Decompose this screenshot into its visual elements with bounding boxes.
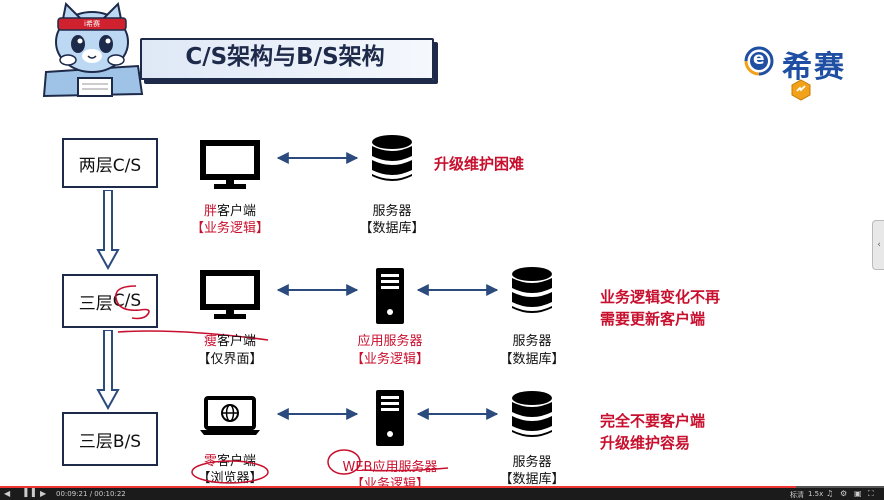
connection-arrow: [276, 152, 359, 164]
side-panel-toggle[interactable]: ‹: [872, 220, 884, 270]
server-sub-label: 【数据库】: [499, 352, 565, 367]
server-sub-label: 【数据库】: [359, 221, 425, 236]
next-icon[interactable]: ▶: [40, 489, 47, 498]
brand-name: 希赛: [782, 50, 846, 85]
connection-arrow: [276, 408, 359, 420]
quality-button[interactable]: 标清: [790, 491, 804, 499]
laptop-browser-icon: [198, 396, 262, 436]
note-upgrade-difficult: 升级维护困难: [434, 155, 525, 173]
settings-gear-icon[interactable]: ⚙: [840, 489, 848, 498]
app-server-label: 应用服务器: [357, 334, 423, 349]
server-label: 服务器: [512, 334, 552, 349]
note-no-client: 完全不要客户端 升级维护容易: [600, 412, 706, 452]
server-tower-icon: [374, 266, 406, 326]
connection-arrow: [416, 284, 499, 296]
time-display: 00:09:21 / 00:10:22: [56, 490, 126, 498]
connection-arrow: [276, 284, 359, 296]
tier-arrow-down: [96, 330, 120, 410]
client-monitor-icon: [200, 140, 260, 190]
app-server-sub-label: 【业务逻辑】: [350, 352, 429, 367]
database-icon: [370, 134, 414, 184]
server-label: 服务器: [512, 455, 552, 470]
database-icon: [510, 390, 554, 440]
client-label: 胖客户端: [203, 204, 257, 219]
client-label: 零客户端: [203, 454, 257, 469]
pause-icon[interactable]: ❚❚: [22, 488, 38, 498]
pip-icon[interactable]: ▣: [854, 489, 862, 498]
handwritten-circle-annotation: [191, 460, 269, 484]
tier-label: 两层C/S: [78, 155, 142, 176]
tier-arrow-down: [96, 190, 120, 270]
tier-label: 三层B/S: [78, 431, 142, 452]
mascot: i希赛: [38, 1, 148, 98]
slide-title-text: C/S架构与B/S架构: [185, 44, 385, 70]
progress-fill: [0, 486, 796, 488]
client-sub-label: 【业务逻辑】: [190, 221, 269, 236]
prev-icon[interactable]: ◀: [4, 489, 11, 498]
brand-circle-icon: [744, 46, 774, 76]
volume-icon[interactable]: ♫: [826, 489, 834, 498]
mascot-badge: i希赛: [84, 20, 100, 28]
speed-button[interactable]: 1.5x: [808, 490, 824, 498]
video-control-bar: ◀ ❚❚ ▶ 00:09:21 / 00:10:22 标清 1.5x ♫ ⚙ ▣…: [0, 486, 884, 500]
database-icon: [510, 266, 554, 316]
fullscreen-icon[interactable]: ⛶: [868, 489, 874, 498]
client-label: 瘦客户端: [203, 334, 257, 349]
server-tower-icon: [374, 388, 406, 448]
progress-bar[interactable]: [0, 486, 884, 488]
brand-logo: e 希赛: [740, 42, 870, 85]
chevron-left-icon: ‹: [877, 240, 881, 250]
client-monitor-icon: [200, 270, 260, 320]
handwritten-annotation: [115, 285, 269, 341]
tier-box-three-tier-bs: 三层B/S: [62, 412, 158, 466]
connection-arrow: [416, 408, 499, 420]
note-logic-change: 业务逻辑变化不再 需要更新客户端: [600, 288, 721, 328]
tier-box-two-tier-cs: 两层C/S: [62, 138, 158, 188]
bookmark-icon[interactable]: [789, 78, 813, 102]
client-sub-label: 【仅界面】: [197, 352, 263, 367]
server-label: 服务器: [372, 204, 412, 219]
handwritten-web-annotation: [327, 449, 449, 475]
server-sub-label: 【数据库】: [499, 472, 565, 487]
tier-label-prefix: 三层: [78, 293, 113, 314]
slide-title: C/S架构与B/S架构: [140, 38, 434, 80]
brand-logo-letter: e: [753, 49, 765, 69]
